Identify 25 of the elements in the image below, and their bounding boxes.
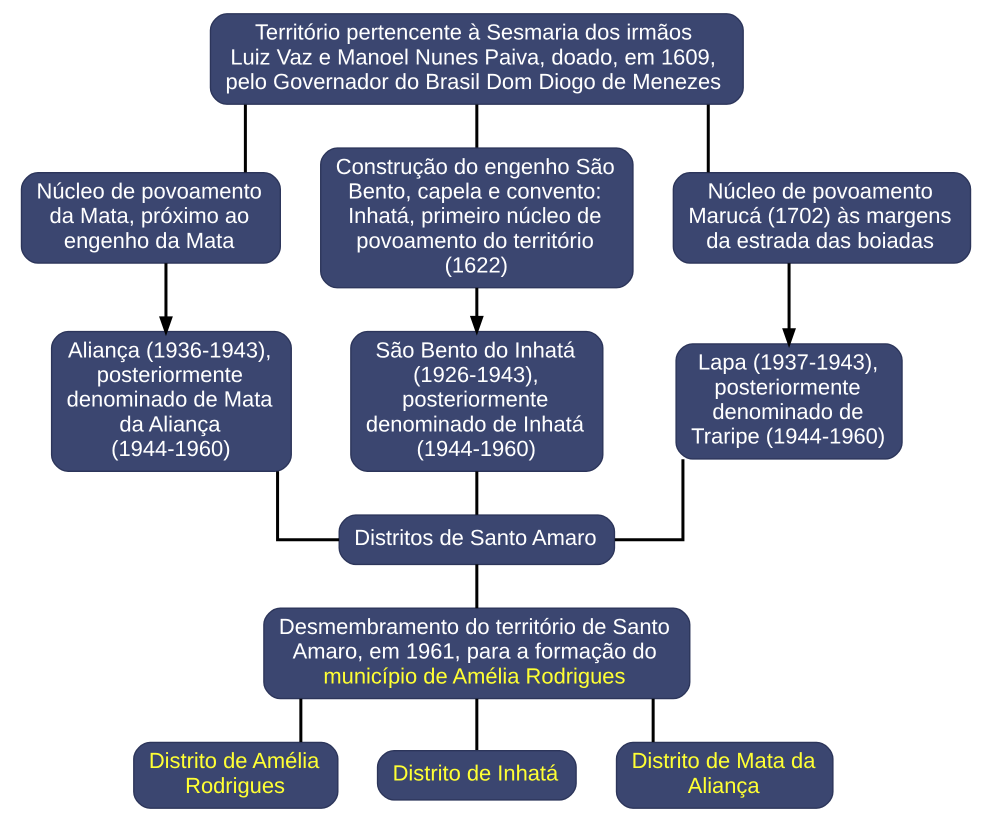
- arrow: [782, 263, 796, 348]
- arrow: [159, 263, 173, 336]
- connector: [652, 698, 655, 742]
- node-box: São Bento do Inhatá (1926-1943), posteriormente denominado de Inhatá (1944-1960): [350, 330, 604, 472]
- connector: [475, 698, 478, 750]
- node-box: Lapa (1937-1943), posteriormente denominado de Traripe (1944-1960): [675, 343, 903, 460]
- node-box: Desmembramento do território de Santo Amaro, em 1961, para a formação do município de Amélia Rodrigues: [263, 608, 690, 700]
- node-box: Núcleo de povoamento da Mata, próximo ao engenho da Mata: [20, 172, 281, 264]
- node-box: Distrito de Amélia Rodrigues: [133, 742, 338, 809]
- node-box: Aliança (1936-1943), posteriormente denominado de Mata da Aliança (1944-1960): [50, 330, 292, 472]
- connector: [614, 459, 684, 542]
- node-box: Distrito de Mata da Aliança: [616, 742, 834, 809]
- connector: [706, 104, 710, 172]
- node-box: Construção do engenho São Bento, capela e convento: Inhatá, primeiro núcleo de povoamento do território (1622): [320, 147, 634, 288]
- node-box: Território pertencente à Sesmaria dos irmãos Luiz Vaz e Manoel Nunes Paiva, doado, em 1609, pelo Governador do Brasil Dom Diogo de Menezes: [210, 13, 744, 105]
- connector: [475, 564, 478, 608]
- connector: [299, 698, 302, 742]
- connector: [475, 104, 478, 148]
- arrow: [470, 288, 484, 336]
- node-box: Distrito de Inhatá: [376, 750, 577, 801]
- connector: [244, 104, 247, 172]
- node-box: Núcleo de povoamento Marucá (1702) às margens da estrada das boiadas: [672, 172, 972, 264]
- connector: [475, 471, 478, 515]
- connector: [276, 471, 339, 542]
- node-box: Distritos de Santo Amaro: [338, 514, 616, 566]
